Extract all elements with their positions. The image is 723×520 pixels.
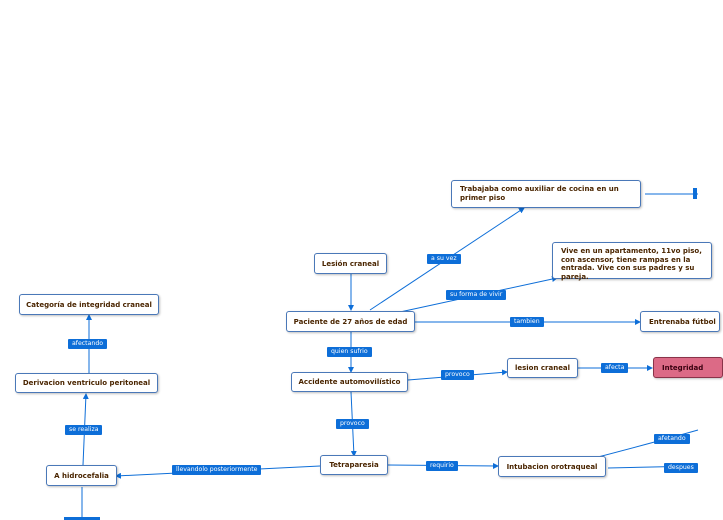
link-label-provoco[interactable]: provoco: [441, 370, 474, 380]
node-hidrocefalia[interactable]: A hidrocefalia: [46, 465, 117, 486]
link-label-afetando[interactable]: afetando: [654, 434, 690, 444]
node-accidente[interactable]: Accidente automovilístico: [291, 372, 408, 392]
node-lesion-craneal-top[interactable]: Lesión craneal: [314, 253, 387, 274]
link-label-a-su-vez[interactable]: a su vez: [427, 254, 461, 264]
node-trabajaba[interactable]: Trabajaba como auxiliar de cocina en un …: [451, 180, 641, 208]
link-label-provoco[interactable]: provoco: [336, 419, 369, 429]
node-paciente[interactable]: Paciente de 27 años de edad: [286, 311, 415, 332]
link-label-despues[interactable]: despues: [664, 463, 698, 473]
node-tetraparesia[interactable]: Tetraparesia: [320, 455, 388, 475]
node-categoria[interactable]: Categoría de integridad craneal: [19, 294, 159, 315]
link-label-quien-sufrio[interactable]: quien sufrio: [327, 347, 372, 357]
link-label-llevandolo[interactable]: llevandolo posteriormente: [172, 465, 262, 475]
offscreen-node-stub: [64, 517, 100, 520]
node-intubacion[interactable]: Intubacion orotraqueal: [498, 456, 606, 477]
link-label-se-realiza[interactable]: se realiza: [65, 425, 103, 435]
link-label-afecta[interactable]: afecta: [601, 363, 629, 373]
node-vive[interactable]: Vive en un apartamento, 11vo piso, con a…: [552, 242, 712, 281]
node-lesion-craneal-mid[interactable]: lesion craneal: [507, 358, 578, 378]
link-label-afectando[interactable]: afectando: [68, 339, 108, 349]
link-label-requirio[interactable]: requirio: [426, 461, 458, 471]
link-label-tambien[interactable]: tambien: [510, 317, 544, 327]
link-label-su-forma-de-vivir[interactable]: su forma de vivir: [446, 290, 507, 300]
offscreen-node-stub: [693, 188, 697, 199]
node-derivacion[interactable]: Derivacion ventriculo peritoneal: [15, 373, 158, 393]
node-entrenaba[interactable]: Entrenaba fútbol: [640, 311, 720, 332]
edge-intubacion-afetando: [597, 429, 699, 458]
node-integridad[interactable]: Integridad: [653, 357, 723, 378]
